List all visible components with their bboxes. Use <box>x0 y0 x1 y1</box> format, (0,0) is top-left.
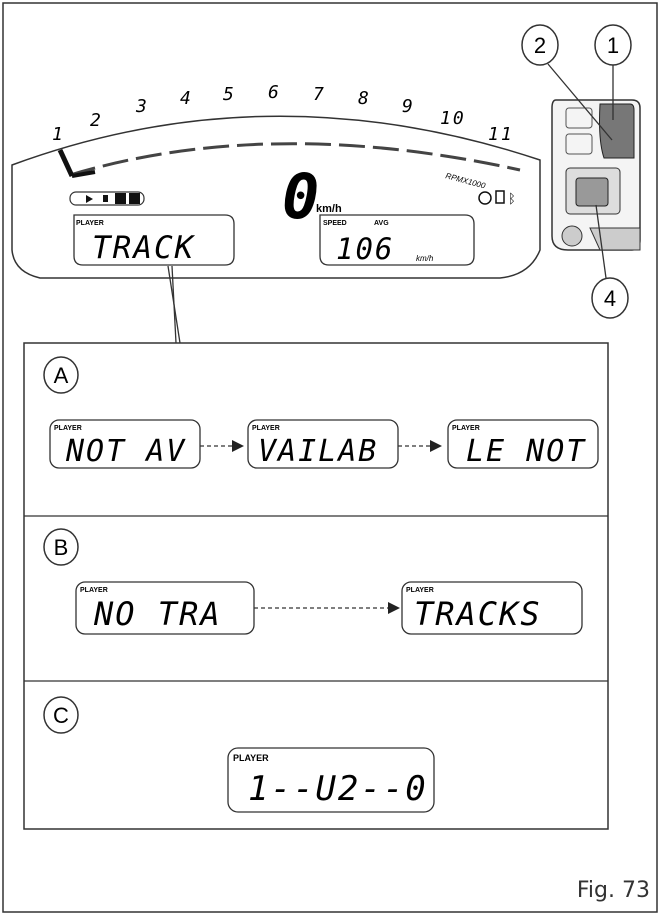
switch-slot-upper <box>565 107 593 129</box>
rpm-tick-2: 2 <box>90 110 103 131</box>
lcd-c1-text: 1--U2--0 <box>248 769 428 809</box>
right-subdisplay-value: 106 <box>336 232 394 266</box>
rpm-tick-10: 10 <box>440 108 466 129</box>
callout-number-1: 1 <box>607 33 619 58</box>
lcd-a2-label: PLAYER <box>252 425 280 432</box>
lcd-c1-label: PLAYER <box>233 753 269 763</box>
rpm-tick-1: 1 <box>52 124 65 145</box>
rpm-tick-9: 9 <box>402 96 415 117</box>
player-controls-icons <box>69 191 145 206</box>
rpm-unit-label: RPMX1000 <box>444 171 486 190</box>
lcd-a1-text: NOT AV <box>65 434 186 469</box>
phone-icon <box>495 190 505 204</box>
switch-screw <box>561 225 583 247</box>
lcd-b2-label: PLAYER <box>406 587 434 594</box>
rpm-bargraph <box>69 142 521 177</box>
rpm-needle-foot <box>71 170 96 178</box>
rpm-tick-7: 7 <box>313 84 326 105</box>
lcd-a2 <box>247 419 399 469</box>
section-a-letter: A <box>54 363 69 388</box>
section-c-letter: C <box>53 703 69 728</box>
section-a: A PLAYER NOT AV PLAYER VAILAB PLAYER LE … <box>43 356 599 469</box>
dashboard-outline <box>11 115 541 279</box>
section-b-circle <box>43 528 79 566</box>
rpm-tick-5: 5 <box>223 84 236 105</box>
figure-caption: Fig. 73 <box>576 878 650 903</box>
rpm-tick-3: 3 <box>135 96 149 117</box>
lcd-c1 <box>227 747 435 813</box>
switch-slot-lower <box>565 133 593 155</box>
r-icon <box>478 191 492 205</box>
section-b: B PLAYER NO TRA PLAYER TRACKS <box>43 528 583 635</box>
lcd-a1 <box>49 419 201 469</box>
lcd-a2-text: VAILAB <box>258 434 378 469</box>
right-subdisplay-frame <box>319 214 475 266</box>
arrowhead-a1-a2 <box>232 440 244 452</box>
modes-panel <box>23 342 609 830</box>
play-icon <box>86 195 93 203</box>
mode-button <box>575 177 609 207</box>
section-c: C PLAYER 1--U2--0 <box>43 696 435 813</box>
arrowhead-a2-a3 <box>430 440 442 452</box>
speed-value: 0 <box>282 160 321 233</box>
zoom-connector-right <box>171 265 177 344</box>
volume-icon <box>103 195 108 202</box>
player-strip-outline <box>69 191 145 206</box>
callout-circle-4 <box>591 277 629 319</box>
left-subdisplay-label: PLAYER <box>76 220 104 227</box>
right-subdisplay-avg: AVG <box>374 220 389 227</box>
lcd-a3 <box>447 419 599 469</box>
dashboard-display: 1 2 3 4 5 6 7 8 9 10 11 RPMX1000 0 km/h … <box>11 82 541 279</box>
right-subdisplay-unit: km/h <box>416 254 434 263</box>
status-icons: ᛒ <box>478 190 516 206</box>
rpm-needle-start <box>57 148 75 178</box>
arrowhead-b1-b2 <box>388 602 400 614</box>
callouts: 2 1 4 <box>521 24 632 319</box>
left-subdisplay-text: TRACK <box>92 230 196 266</box>
callout-number-4: 4 <box>604 286 616 311</box>
lcd-b1-label: PLAYER <box>80 587 108 594</box>
leader-4 <box>595 204 607 279</box>
rocker-button <box>599 103 635 159</box>
section-b-letter: B <box>54 535 69 560</box>
rpm-tick-6: 6 <box>268 82 281 103</box>
section-a-circle <box>43 356 79 394</box>
bluetooth-icon: ᛒ <box>508 191 516 206</box>
lcd-a3-label: PLAYER <box>452 425 480 432</box>
right-subdisplay: SPEED AVG 106 km/h <box>319 214 475 266</box>
lcd-b1-text: NO TRA <box>93 595 222 633</box>
right-subdisplay-label: SPEED <box>323 220 347 227</box>
lcd-a3-text: LE NOT <box>466 434 586 469</box>
left-subdisplay: PLAYER TRACK <box>73 214 235 266</box>
rpm-tick-11: 11 <box>488 124 514 145</box>
leader-2 <box>547 63 613 141</box>
rpm-tick-4: 4 <box>180 88 193 109</box>
callout-number-2: 2 <box>534 33 546 58</box>
minus-icon <box>129 193 140 204</box>
rpm-tick-8: 8 <box>358 88 371 109</box>
callout-circle-2 <box>521 24 559 66</box>
lcd-a1-label: PLAYER <box>54 425 82 432</box>
lcd-b2-text: TRACKS <box>414 595 542 633</box>
handlebar-switch-illustration <box>551 99 641 251</box>
left-subdisplay-frame <box>73 214 235 266</box>
switch-base <box>589 227 641 251</box>
plus-icon <box>115 193 126 204</box>
section-c-circle <box>43 696 79 734</box>
speed-unit: km/h <box>316 203 342 215</box>
lcd-b2 <box>401 581 583 635</box>
